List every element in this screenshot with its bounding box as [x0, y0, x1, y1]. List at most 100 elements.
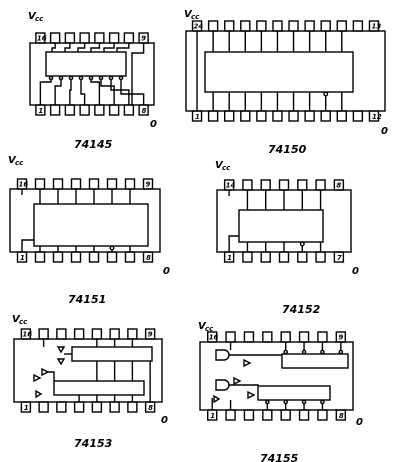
wire	[110, 80, 130, 105]
output-bubble	[301, 349, 307, 355]
vcc-letter: V	[28, 11, 37, 22]
buffer-triangle	[33, 373, 42, 383]
top-pin	[52, 178, 64, 190]
pin-label-bottom-last: 8	[146, 254, 151, 262]
top-pin	[206, 331, 218, 343]
top-pin	[224, 20, 235, 32]
bottom-pin	[224, 110, 235, 122]
ground-label: 0	[381, 126, 388, 137]
chip-body	[9, 188, 161, 253]
ground-label: 0	[352, 266, 359, 277]
bottom-pin	[207, 110, 219, 122]
output-bubble	[320, 399, 325, 405]
bottom-pin	[335, 409, 347, 421]
part-number: 74155	[260, 452, 299, 462]
top-pin	[144, 328, 156, 340]
wire	[39, 80, 52, 105]
wire	[54, 80, 62, 105]
top-pin	[64, 32, 76, 44]
ground-label: 0	[163, 266, 170, 277]
wire	[48, 371, 55, 381]
mux-a-block	[71, 346, 153, 362]
top-pin	[79, 32, 90, 44]
pin-label-bottom-first: 1	[24, 404, 29, 412]
bottom-pin	[127, 401, 138, 413]
wire	[90, 80, 101, 105]
top-pin	[272, 20, 283, 32]
bottom-pin	[333, 251, 345, 263]
pin-label-bottom-last: 12	[372, 113, 382, 121]
top-pin	[297, 179, 308, 191]
wire	[228, 235, 239, 252]
bottom-pin	[49, 104, 61, 116]
output-bubble	[118, 75, 124, 81]
pin-label-top-last: 9	[141, 35, 146, 43]
top-pin	[94, 32, 105, 44]
chip-body	[29, 42, 155, 106]
pin-label-top-last: 8	[336, 182, 341, 190]
bottom-pin	[240, 110, 251, 122]
top-pin	[35, 32, 46, 44]
top-pin	[225, 331, 236, 343]
pin-label-top-last: 9	[148, 331, 153, 339]
bottom-pin	[317, 409, 328, 421]
top-pin	[124, 178, 136, 190]
bottom-pin	[70, 251, 82, 263]
chip-body	[13, 338, 163, 403]
pin-label-bottom-last: 8	[339, 412, 344, 420]
bottom-pin	[108, 104, 120, 116]
bottom-pin	[368, 110, 380, 122]
bottom-pin	[278, 251, 290, 263]
part-number: 74150	[268, 143, 307, 156]
buffer-triangle	[243, 358, 252, 368]
top-pin	[352, 20, 364, 32]
wire	[64, 43, 71, 52]
bottom-pin	[91, 401, 103, 413]
vcc-subscript: cc	[205, 325, 214, 333]
bottom-pin	[142, 251, 154, 263]
wire	[90, 43, 101, 52]
pin-label-top-last: 9	[338, 334, 343, 342]
part-number: 74145	[74, 138, 113, 151]
output-bubble	[68, 75, 74, 81]
bottom-pin	[262, 409, 273, 421]
vcc-letter: V	[215, 160, 224, 171]
top-pin	[106, 178, 118, 190]
top-pin	[333, 179, 345, 191]
wire	[51, 43, 56, 52]
output-bubble	[283, 349, 288, 355]
bottom-pin	[124, 251, 136, 263]
wire	[69, 80, 72, 105]
output-bubble	[109, 245, 115, 251]
output-bubble	[338, 349, 344, 355]
bottom-pin	[297, 251, 308, 263]
decoder-b-block	[257, 385, 331, 401]
output-bubble	[265, 399, 270, 405]
buffer-triangle	[56, 346, 66, 354]
bottom-pin	[56, 401, 67, 413]
output-bubble	[301, 399, 307, 405]
top-pin	[242, 179, 253, 191]
top-pin	[260, 179, 271, 191]
bottom-pin	[352, 110, 364, 122]
top-pin	[336, 20, 347, 32]
bottom-pin	[298, 409, 310, 421]
pin-label-bottom-last: 8	[148, 404, 153, 412]
output-bubble	[78, 75, 84, 81]
ground-label: 0	[150, 119, 157, 130]
output-bubble	[88, 75, 94, 81]
bottom-pin	[123, 104, 135, 116]
bottom-pin	[242, 251, 253, 263]
pin-label-bottom-last: 8	[142, 107, 147, 115]
output-bubble	[283, 399, 288, 405]
pin-label-top-first: 16	[19, 181, 29, 189]
bottom-pin	[304, 110, 315, 122]
top-pin	[38, 328, 49, 340]
wire	[103, 43, 115, 52]
